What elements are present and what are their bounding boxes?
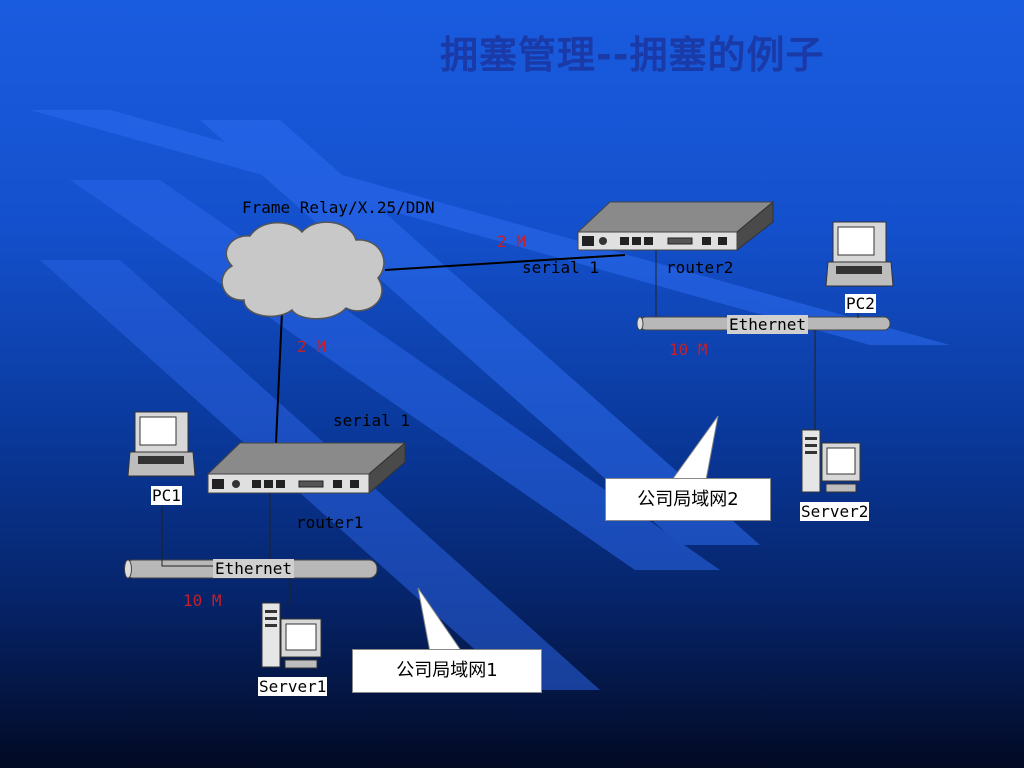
slide-title: 拥塞管理--拥塞的例子 [440,33,825,77]
wan-link-router2 [384,254,626,271]
background-stripes [30,110,950,690]
server1-label: Server1 [258,677,328,696]
ethernet-label-1: Ethernet [213,559,295,578]
router2-port-label: serial 1 [522,258,600,277]
router2-label: router2 [666,258,734,277]
callout-lan1: 公司局域网1 [352,649,542,693]
wan-link-router1 [275,311,283,444]
router1-port-label: serial 1 [333,411,411,430]
link-speed-left: 2 M [297,337,326,356]
router1-device [206,441,407,495]
server1-workstation [261,602,322,669]
lan1-speed: 10 M [183,591,222,610]
pc1-drop [161,506,215,567]
router1-label: router1 [296,513,364,532]
pc1-label: PC1 [151,486,182,505]
ethernet-label-2: Ethernet [727,315,809,334]
server2-label: Server2 [800,502,870,521]
router2-device [576,200,775,252]
server2-workstation [801,429,861,493]
wan-cloud [221,221,385,320]
callout-lan2: 公司局域网2 [605,478,771,521]
pc2-laptop [825,221,894,287]
callout-pointer-2 [671,415,719,481]
lan2-speed: 10 M [669,340,708,359]
pc1-laptop [127,411,196,477]
link-speed-top: 2 M [497,232,526,251]
cloud-label: Frame Relay/X.25/DDN [242,198,435,217]
pc2-label: PC2 [845,294,876,313]
